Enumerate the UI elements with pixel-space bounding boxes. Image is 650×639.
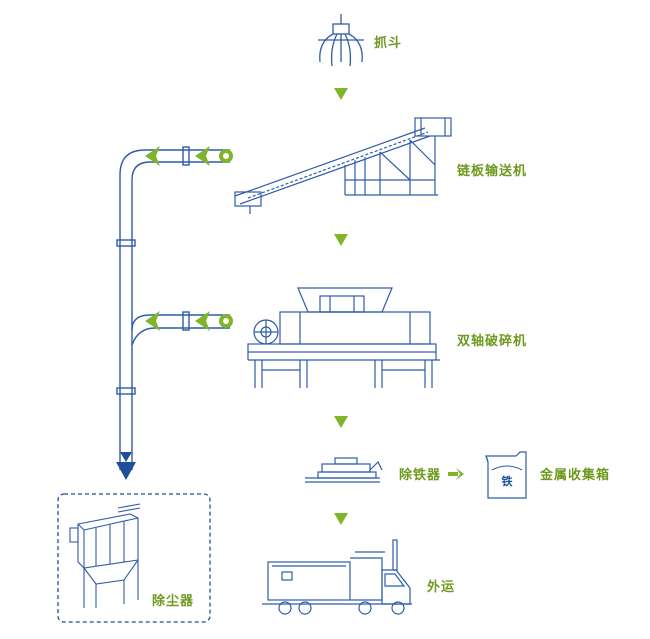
label-chain-conveyor: 链板输送机 [457, 164, 528, 179]
grab-icon [318, 14, 364, 67]
flow-arrow-duct-icon [145, 146, 210, 331]
label-grab: 抓斗 [374, 36, 403, 51]
label-shredder: 双轴破碎机 [457, 334, 528, 349]
iron-remover-icon [305, 457, 383, 483]
metal-box-icon: 铁 [485, 451, 527, 499]
label-metal-box: 金属收集箱 [540, 468, 611, 483]
label-iron-remover: 除铁器 [399, 468, 442, 483]
label-dust-collector: 除尘器 [152, 594, 195, 609]
down-arrow-to-dust-collector-icon [116, 452, 136, 480]
shredder-icon [247, 287, 440, 388]
chain-conveyor-icon [234, 117, 452, 214]
flow-arrow-right-icon [448, 468, 464, 480]
dust-collector-icon [69, 503, 141, 608]
metal-box-mark: 铁 [502, 474, 513, 488]
duct-inlet-icon [219, 149, 233, 328]
dust-collector-frame [57, 493, 211, 623]
label-transport: 外运 [427, 580, 456, 595]
truck-icon [262, 539, 412, 615]
flow-arrow-down-icon [334, 88, 348, 525]
dust-duct [116, 146, 230, 470]
